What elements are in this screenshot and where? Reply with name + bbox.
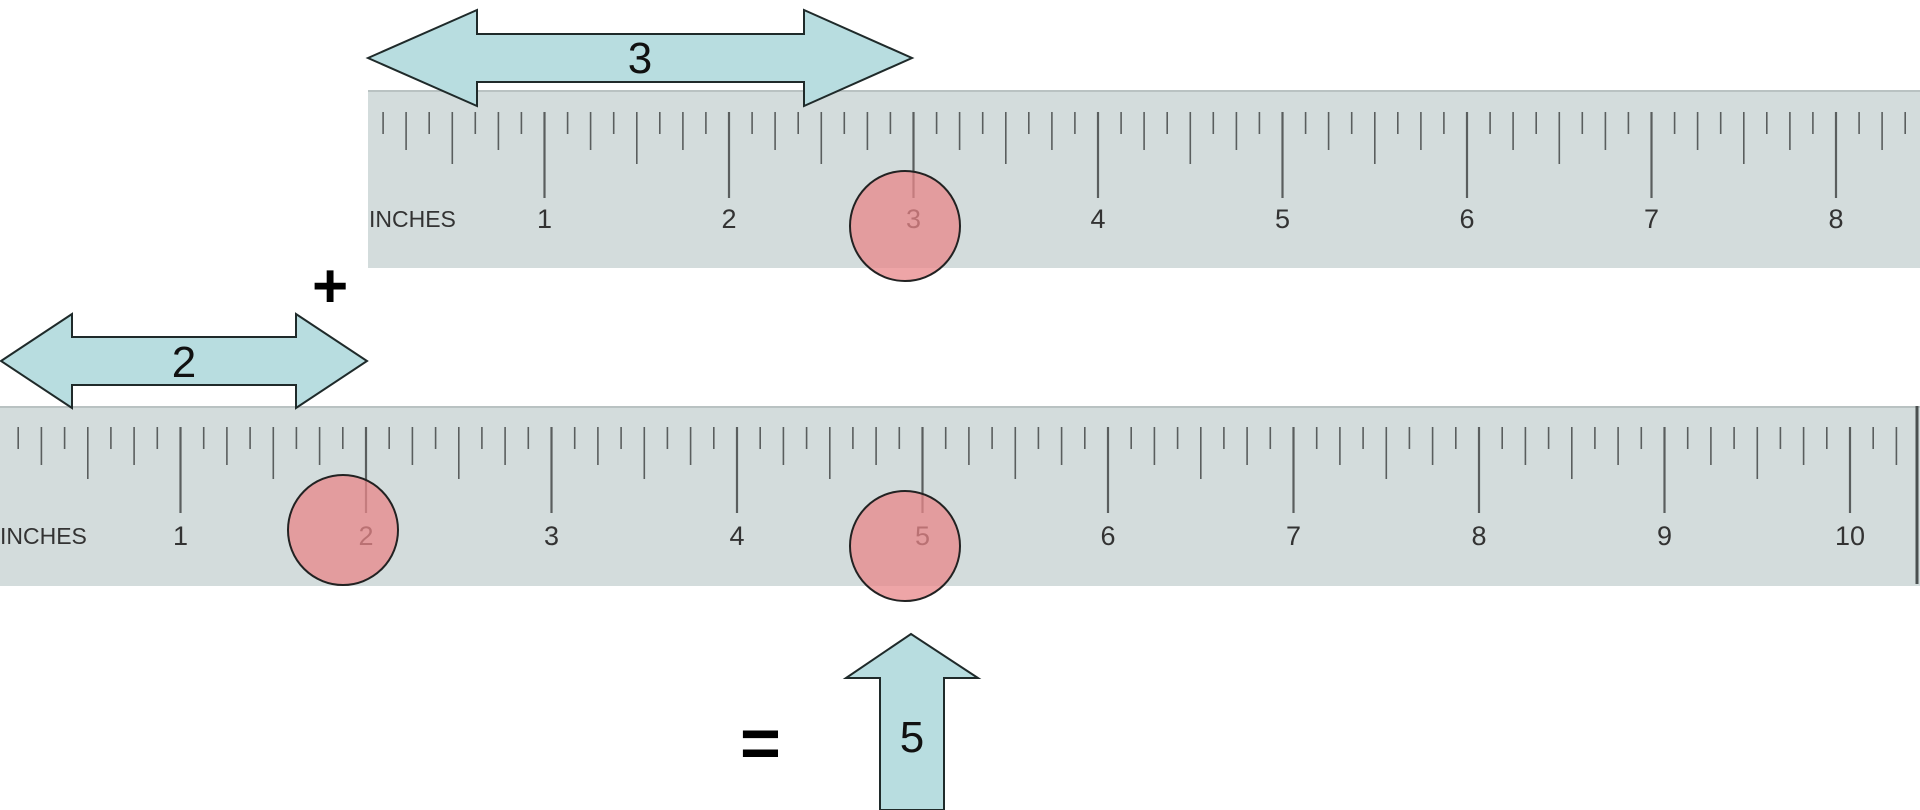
equals-sign: = <box>740 704 781 782</box>
ruler-number: 8 <box>1828 204 1843 234</box>
result-up-arrow-shape <box>842 632 982 810</box>
ruler-number: 10 <box>1835 521 1865 551</box>
ruler-number: 7 <box>1644 204 1659 234</box>
bottom-ruler-ticks <box>17 427 1898 513</box>
ruler-number: 3 <box>544 521 559 551</box>
bottom-double-arrow-shape <box>0 312 369 410</box>
top-ruler-ticks <box>382 112 1906 198</box>
bottom-ruler: INCHES 12345678910 <box>0 406 1920 586</box>
ruler-number: 1 <box>537 204 552 234</box>
ruler-number: 6 <box>1100 521 1115 551</box>
ruler-number: 2 <box>721 204 736 234</box>
bottom-ruler-unit-label: INCHES <box>0 523 87 549</box>
top-double-arrow-shape <box>365 8 915 108</box>
ruler-number: 4 <box>729 521 744 551</box>
top-arrow-label: 3 <box>628 34 652 83</box>
ruler-number: 8 <box>1471 521 1486 551</box>
ruler-number: 9 <box>1657 521 1672 551</box>
ruler-number: 7 <box>1286 521 1301 551</box>
bottom-arrow-label: 2 <box>172 338 196 387</box>
top-ruler-unit-label: INCHES <box>369 206 456 232</box>
ruler-number: 4 <box>1090 204 1105 234</box>
result-arrow-label: 5 <box>900 713 924 762</box>
ruler-number: 5 <box>1275 204 1290 234</box>
bottom-double-arrow: 2 <box>0 312 369 410</box>
highlight-circle-bottom-5 <box>849 490 961 602</box>
ruler-number: 1 <box>173 521 188 551</box>
top-double-arrow: 3 <box>365 8 915 108</box>
ruler-number: 6 <box>1459 204 1474 234</box>
highlight-circle-bottom-2 <box>287 474 399 586</box>
result-up-arrow: 5 <box>842 632 982 810</box>
highlight-circle-top-3 <box>849 170 961 282</box>
top-ruler: INCHES 12345678 <box>368 90 1920 268</box>
plus-sign: + <box>312 252 349 321</box>
bottom-ruler-body <box>0 406 1920 586</box>
